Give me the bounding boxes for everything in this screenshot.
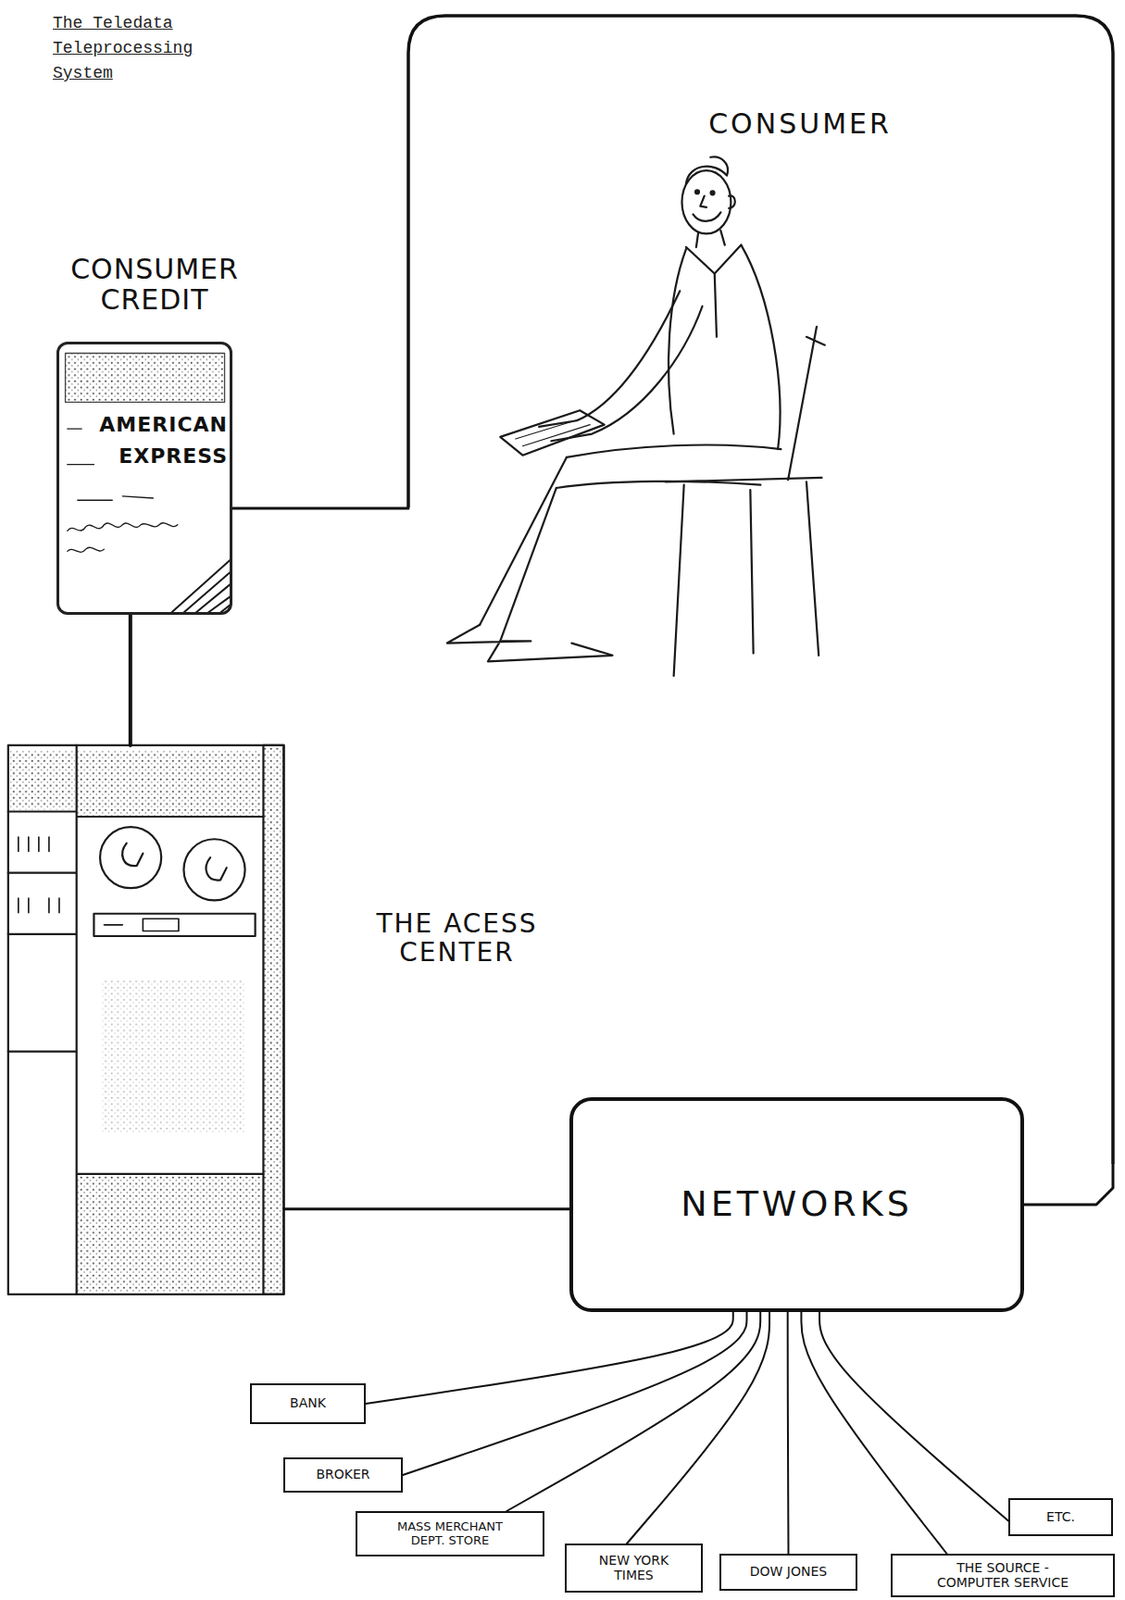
cabinet-top-band <box>10 750 75 810</box>
nose <box>700 196 707 208</box>
torso-front <box>668 249 687 435</box>
chair-leg <box>674 481 820 675</box>
frame-line <box>408 15 1113 1164</box>
card-scribble <box>67 547 105 552</box>
cabinet-panel-lines <box>8 745 264 1295</box>
eye <box>695 189 700 194</box>
service-box: MASS MERCHANT DEPT. STORE <box>355 1511 545 1557</box>
thigh <box>556 481 762 488</box>
service-box: ETC. <box>1008 1498 1113 1537</box>
networks-box: NETWORKS <box>569 1097 1025 1313</box>
service-box: THE SOURCE - COMPUTER SERVICE <box>890 1553 1115 1598</box>
service-box: BANK <box>250 1383 366 1425</box>
tape-reel <box>100 826 162 888</box>
node-label: BROKER <box>315 1467 370 1482</box>
cabinet-texture <box>101 979 245 1133</box>
cabinet-top-band <box>76 750 261 817</box>
consumer-figure <box>447 156 825 675</box>
connector <box>402 1312 747 1475</box>
node-label: BANK <box>289 1396 326 1411</box>
head <box>681 170 731 234</box>
cabinet-bottom-band <box>77 1175 262 1293</box>
node-label: NEW YORK TIMES <box>587 1553 681 1583</box>
reel-hub <box>122 843 143 866</box>
service-box: DOW JONES <box>719 1553 858 1591</box>
connector <box>365 1312 734 1404</box>
connector <box>128 614 133 746</box>
node-label: NETWORKS <box>680 1184 913 1225</box>
card-stripes <box>171 559 231 613</box>
node-label: ETC. <box>1046 1510 1075 1525</box>
node-label: CONSUMER <box>651 108 949 141</box>
connector <box>787 1312 790 1554</box>
card-band <box>65 352 225 402</box>
torso-back <box>740 245 780 450</box>
keyboard-keys <box>515 418 590 447</box>
connector <box>819 1312 1009 1522</box>
card-scribble <box>67 523 178 532</box>
tape-slot <box>93 913 255 937</box>
smile <box>693 212 722 221</box>
consumer-frame: CONSUMER <box>408 15 1113 1164</box>
card-decoration <box>65 352 232 613</box>
connector <box>800 1312 947 1554</box>
connector <box>284 1207 570 1211</box>
arm <box>538 290 680 427</box>
node-label: AMERICAN EXPRESS <box>68 409 228 473</box>
thigh <box>566 445 782 458</box>
cabinet-switches <box>18 837 60 913</box>
reel-hub <box>206 857 227 880</box>
tape-slot-detail <box>103 918 178 931</box>
eye <box>711 190 715 195</box>
card-scribble <box>77 496 154 500</box>
node-label: THE SOURCE - COMPUTER SERVICE <box>922 1561 1085 1590</box>
consumer-outline <box>408 15 1113 1164</box>
keyboard <box>500 410 604 456</box>
node-label: THE ACESS CENTER <box>357 910 557 968</box>
neck <box>696 230 725 248</box>
cabinet-body <box>8 745 285 1295</box>
shirt-line <box>714 273 717 337</box>
chair <box>665 326 825 483</box>
cabinet-side <box>262 745 284 1295</box>
hair <box>686 156 728 184</box>
card-scribble <box>67 428 95 465</box>
service-box: BROKER <box>283 1457 403 1493</box>
node-label: MASS MERCHANT DEPT. STORE <box>380 1520 520 1548</box>
connector <box>1024 1163 1113 1205</box>
foot <box>447 625 613 663</box>
node-label: DOW JONES <box>750 1564 827 1579</box>
collar <box>686 245 742 275</box>
access-center-cabinet: THE ACESS CENTER <box>8 745 285 1295</box>
connector <box>506 1312 761 1512</box>
computer-cabinet <box>8 745 285 1295</box>
connector <box>626 1312 770 1544</box>
node-label: CONSUMER CREDIT <box>47 253 263 315</box>
shin <box>479 457 567 641</box>
diagram-title: The Teledata Teleprocessing System <box>52 11 238 87</box>
connector <box>232 506 409 510</box>
ear <box>728 195 736 208</box>
service-box: NEW YORK TIMES <box>564 1543 703 1593</box>
tape-reel <box>183 838 245 900</box>
credit-card: CONSUMER CREDITAMERICAN EXPRESS <box>56 341 233 615</box>
